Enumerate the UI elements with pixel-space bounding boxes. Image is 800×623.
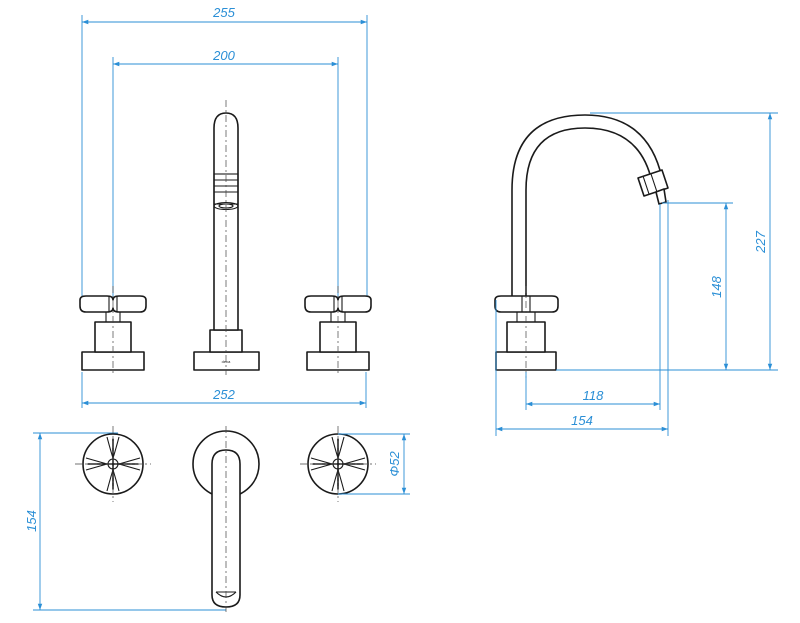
top-view: 154 xyxy=(24,426,410,612)
dimension-label-255: 255 xyxy=(212,5,235,20)
dimension-label-154-top: 154 xyxy=(24,510,39,532)
dimension-252: 252 xyxy=(81,372,367,408)
dimension-200: 200 xyxy=(112,48,339,300)
right-handle-top xyxy=(300,426,376,502)
spout-front: deca xyxy=(193,100,260,375)
dimension-118: 118 xyxy=(525,204,661,410)
left-handle-top xyxy=(75,426,151,502)
front-view: 255 200 252 xyxy=(79,5,372,408)
dimension-255: 255 xyxy=(81,5,368,300)
dimension-154-side: 154 xyxy=(495,200,669,436)
dimension-154-top: 154 xyxy=(24,432,226,611)
dimension-label-148: 148 xyxy=(709,275,724,297)
brand-logo: deca xyxy=(222,359,231,364)
dimension-227: 227 xyxy=(556,112,778,371)
dimension-label-154-side: 154 xyxy=(571,413,593,428)
aerator-side xyxy=(637,169,669,205)
dimension-148: 148 xyxy=(662,202,733,370)
handle-side xyxy=(494,286,559,378)
dimension-diameter-52: Φ52 xyxy=(338,433,410,495)
spout-top xyxy=(192,426,260,612)
dimension-label-118: 118 xyxy=(583,388,604,403)
left-handle-front xyxy=(79,286,147,375)
side-view: 227 148 118 154 xyxy=(494,112,778,436)
dimension-label-227: 227 xyxy=(753,230,768,253)
dimension-label-diameter-52: Φ52 xyxy=(387,451,402,477)
gooseneck-spout xyxy=(511,114,663,306)
dimension-label-252: 252 xyxy=(212,387,235,402)
dimension-label-200: 200 xyxy=(212,48,235,63)
right-handle-front xyxy=(304,286,372,375)
